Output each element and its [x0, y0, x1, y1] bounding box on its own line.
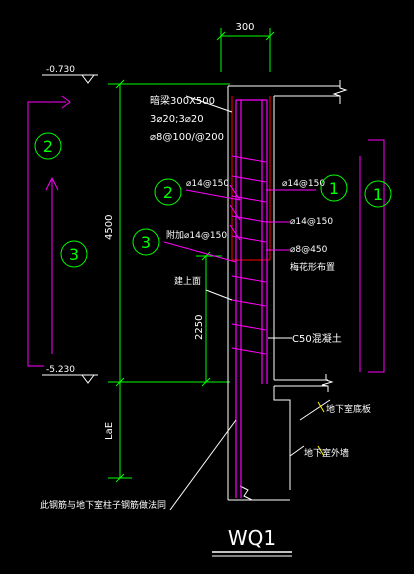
callout-1-mid[interactable]: 1 — [320, 174, 348, 202]
bottom-note: 此钢筋与地下室柱子钢筋做法同 — [40, 499, 166, 511]
vertical-dimension: 4500 LaE — [104, 79, 230, 483]
rebar-group — [229, 99, 268, 498]
callout-3-mid-text: 3 — [141, 233, 151, 252]
elev-top-label: -0.730 — [46, 65, 75, 75]
right-section-bracket — [359, 139, 385, 373]
rebar-2-label: ⌀14@150 — [186, 179, 229, 189]
elev-bottom-label: -5.230 — [46, 365, 75, 375]
beam-outline — [231, 96, 271, 261]
callout-2-mid[interactable]: 2 — [154, 178, 182, 206]
rebar-3-label: 附加⌀14@150 — [166, 229, 227, 241]
yellow-ticks — [317, 401, 325, 457]
left-section-bracket — [27, 95, 71, 367]
drawing-title: WQ1 — [212, 526, 292, 557]
callout-1-right-text: 1 — [373, 185, 383, 204]
wall-note: 地下室外墙 — [304, 447, 349, 459]
elevation-top: -0.730 — [42, 65, 98, 84]
callout-2-mid-text: 2 — [163, 183, 173, 202]
callout-1-mid-text: 1 — [329, 179, 339, 198]
dim-bottom-zone: 2250 — [194, 315, 205, 340]
rebar-notes: 暗梁300X500 3⌀20;3⌀20 ⌀8@100/@200 ⌀14@150 … — [40, 94, 371, 511]
dim-total-height: 4500 — [104, 215, 115, 240]
extend-note: 建上面 — [174, 275, 201, 287]
top-dimension: 300 — [216, 22, 275, 72]
beam-rebar-2: ⌀8@100/@200 — [150, 132, 224, 143]
callout-3-left-text: 3 — [69, 245, 79, 264]
lower-dimension: 2250 — [194, 251, 222, 387]
beam-label: 暗梁300X500 — [150, 94, 215, 107]
dim-wall-thickness: 300 — [235, 22, 254, 33]
callout-2-left-text: 2 — [43, 137, 53, 156]
callout-2-left[interactable]: 2 — [34, 132, 62, 160]
slab-note: 地下室底板 — [326, 403, 371, 415]
dim-anchor: LaE — [104, 422, 115, 440]
callout-3-left[interactable]: 3 — [60, 240, 88, 268]
concrete-note: C50混凝土 — [292, 332, 342, 345]
elevation-bottom: -5.230 — [42, 365, 98, 384]
beam-rebar-1: 3⌀20;3⌀20 — [150, 114, 204, 125]
leader-lines — [163, 95, 331, 511]
title-text: WQ1 — [228, 526, 276, 550]
callout-3-mid[interactable]: 3 — [132, 228, 160, 256]
wall-outline — [227, 80, 348, 501]
callout-1-right[interactable]: 1 — [364, 180, 392, 208]
tie-note: 梅花形布置 — [290, 261, 335, 273]
rebar-horz-2-label: ⌀8@450 — [290, 245, 328, 255]
rebar-horz-1-label: ⌀14@150 — [290, 217, 333, 227]
rebar-vert-label: ⌀14@150 — [282, 179, 325, 189]
